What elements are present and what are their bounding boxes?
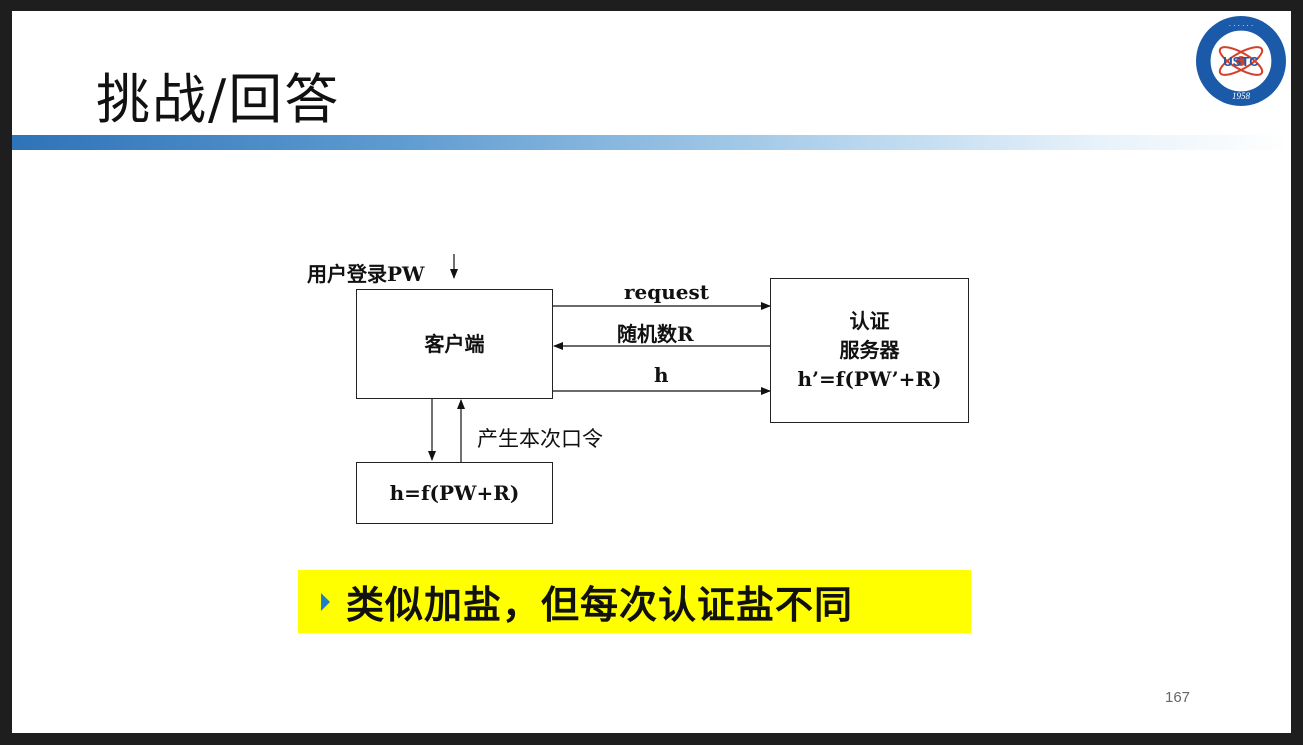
logo-text: USTC (1223, 54, 1259, 69)
compute-label: h=f(PW+R) (389, 480, 520, 505)
server-line3: h’=f(PW’+R) (797, 367, 942, 391)
page-number: 167 (1165, 689, 1191, 706)
logo-year: 1958 (1232, 91, 1251, 101)
random-label: 随机数R (617, 322, 694, 346)
h-label: h (654, 363, 669, 387)
server-box: 认证 服务器 h’=f(PW’+R) (770, 278, 969, 423)
bullet-triangle-icon (321, 592, 330, 611)
client-label: 客户端 (424, 331, 485, 356)
slide-title: 挑战/回答 (96, 68, 341, 131)
server-line2: 服务器 (839, 338, 900, 362)
callout-text: 类似加盐，但每次认证盐不同 (346, 583, 854, 627)
generate-label: 产生本次口令 (477, 427, 603, 451)
flow-arrows (428, 254, 771, 462)
server-line1: 认证 (849, 309, 890, 333)
login-label: 用户登录PW (307, 262, 425, 286)
client-box: 客户端 (356, 289, 553, 399)
callout-box: 类似加盐，但每次认证盐不同 (298, 570, 971, 633)
title-underline-bar (12, 135, 1291, 150)
request-label: request (624, 280, 710, 304)
ustc-logo-icon: USTC 1958 · · · · · · (1196, 16, 1286, 106)
slide: 挑战/回答 USTC 1958 · · · · · · 用户登录PW (12, 11, 1291, 733)
svg-text:· · · · · ·: · · · · · · (1229, 22, 1253, 30)
compute-box: h=f(PW+R) (356, 462, 553, 524)
